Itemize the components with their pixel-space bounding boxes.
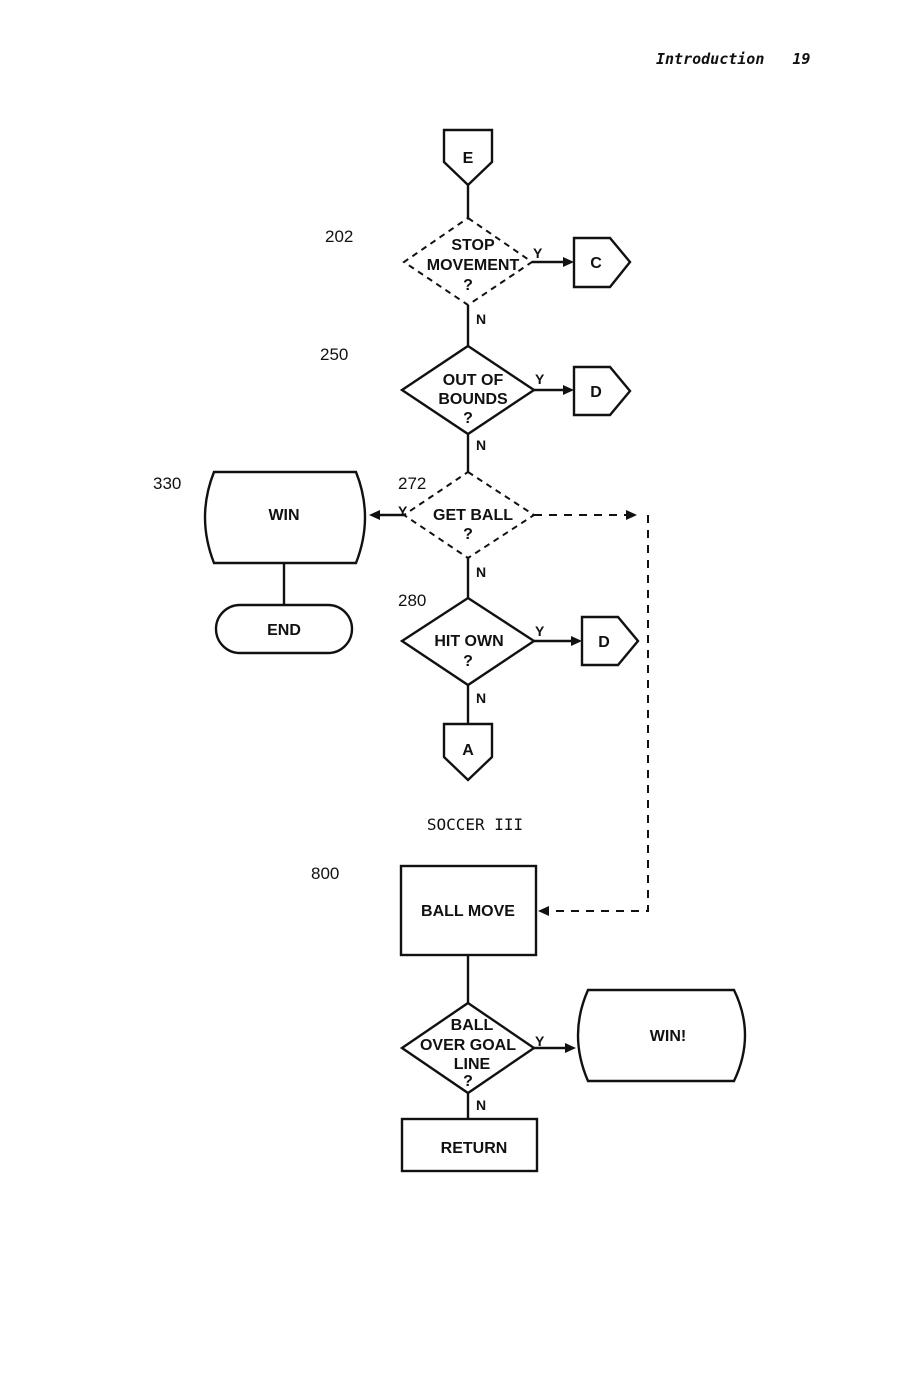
decision-250-line-3: ? [463, 410, 473, 427]
decision-272-line-1: GET BALL [433, 507, 513, 524]
decision-202-line-3: ? [463, 277, 473, 294]
decision-goal-line-4: ? [463, 1073, 473, 1090]
branch-no-272: N [476, 564, 486, 580]
connector-e-label: E [463, 150, 474, 167]
branch-no-250: N [476, 437, 486, 453]
branch-yes-280: Y [535, 623, 545, 639]
decision-hit-own: 280 HIT OWN ? Y N [398, 591, 545, 706]
page-number: 19 [792, 50, 811, 68]
step-number-202: 202 [325, 227, 353, 246]
branch-no-280: N [476, 690, 486, 706]
step-number-330: 330 [153, 474, 181, 493]
connector-a: A [442, 722, 494, 782]
connector-d2-label: D [598, 634, 610, 651]
running-head: Introduction 19 [656, 50, 810, 68]
connector-d-hit-own: D [580, 615, 640, 667]
process-return-label: RETURN [441, 1140, 508, 1157]
connector-c-label: C [590, 255, 602, 272]
decision-272-line-2: ? [463, 526, 473, 543]
flow-lines [282, 185, 649, 1119]
connector-e: E [442, 128, 494, 187]
branch-no-goal: N [476, 1097, 486, 1113]
decision-get-ball: 272 GET BALL ? Y N [398, 470, 536, 580]
decision-250-line-1: OUT OF [443, 372, 504, 389]
decision-202-line-1: STOP [451, 237, 495, 254]
branch-no-202: N [476, 311, 486, 327]
decision-250-line-2: BOUNDS [438, 391, 508, 408]
process-ball-move: 800 BALL MOVE [311, 864, 538, 957]
decision-280-line-2: ? [463, 653, 473, 670]
process-ball-move-label: BALL MOVE [421, 903, 515, 920]
terminator-end-label: END [267, 622, 301, 639]
running-head-title: Introduction [656, 50, 765, 68]
terminator-end: END [214, 603, 354, 655]
decision-202-line-2: MOVEMENT [427, 257, 520, 274]
process-win-exclaim: WIN! [576, 988, 747, 1083]
process-win-exclaim-label: WIN! [650, 1028, 686, 1045]
decision-280-line-1: HIT OWN [434, 633, 503, 650]
decision-goal-line-3: LINE [454, 1056, 491, 1073]
step-number-800: 800 [311, 864, 339, 883]
connector-c: C [572, 236, 632, 289]
arrowheads [369, 257, 637, 1053]
connector-a-label: A [462, 742, 474, 759]
branch-yes-goal: Y [535, 1033, 545, 1049]
process-win-label: WIN [268, 507, 299, 524]
process-win: 330 WIN [153, 470, 367, 565]
step-number-272: 272 [398, 474, 426, 493]
decision-goal-line-1: BALL [451, 1017, 494, 1034]
decision-ball-over-goal-line: BALL OVER GOAL LINE ? Y N [399, 1001, 545, 1113]
connector-d1-label: D [590, 384, 602, 401]
branch-yes-272: Y [398, 503, 408, 519]
branch-yes-250: Y [535, 371, 545, 387]
connector-d-out-of-bounds: D [572, 365, 632, 417]
decision-goal-line-2: OVER GOAL [420, 1037, 516, 1054]
process-return: RETURN [400, 1117, 539, 1173]
diagram-caption: SOCCER III [427, 815, 523, 834]
step-number-280: 280 [398, 591, 426, 610]
step-number-250: 250 [320, 345, 348, 364]
decision-out-of-bounds: 250 OUT OF BOUNDS ? Y N [320, 344, 545, 453]
decision-stop-movement: 202 STOP MOVEMENT ? Y N [325, 216, 543, 327]
branch-yes-202: Y [533, 245, 543, 261]
